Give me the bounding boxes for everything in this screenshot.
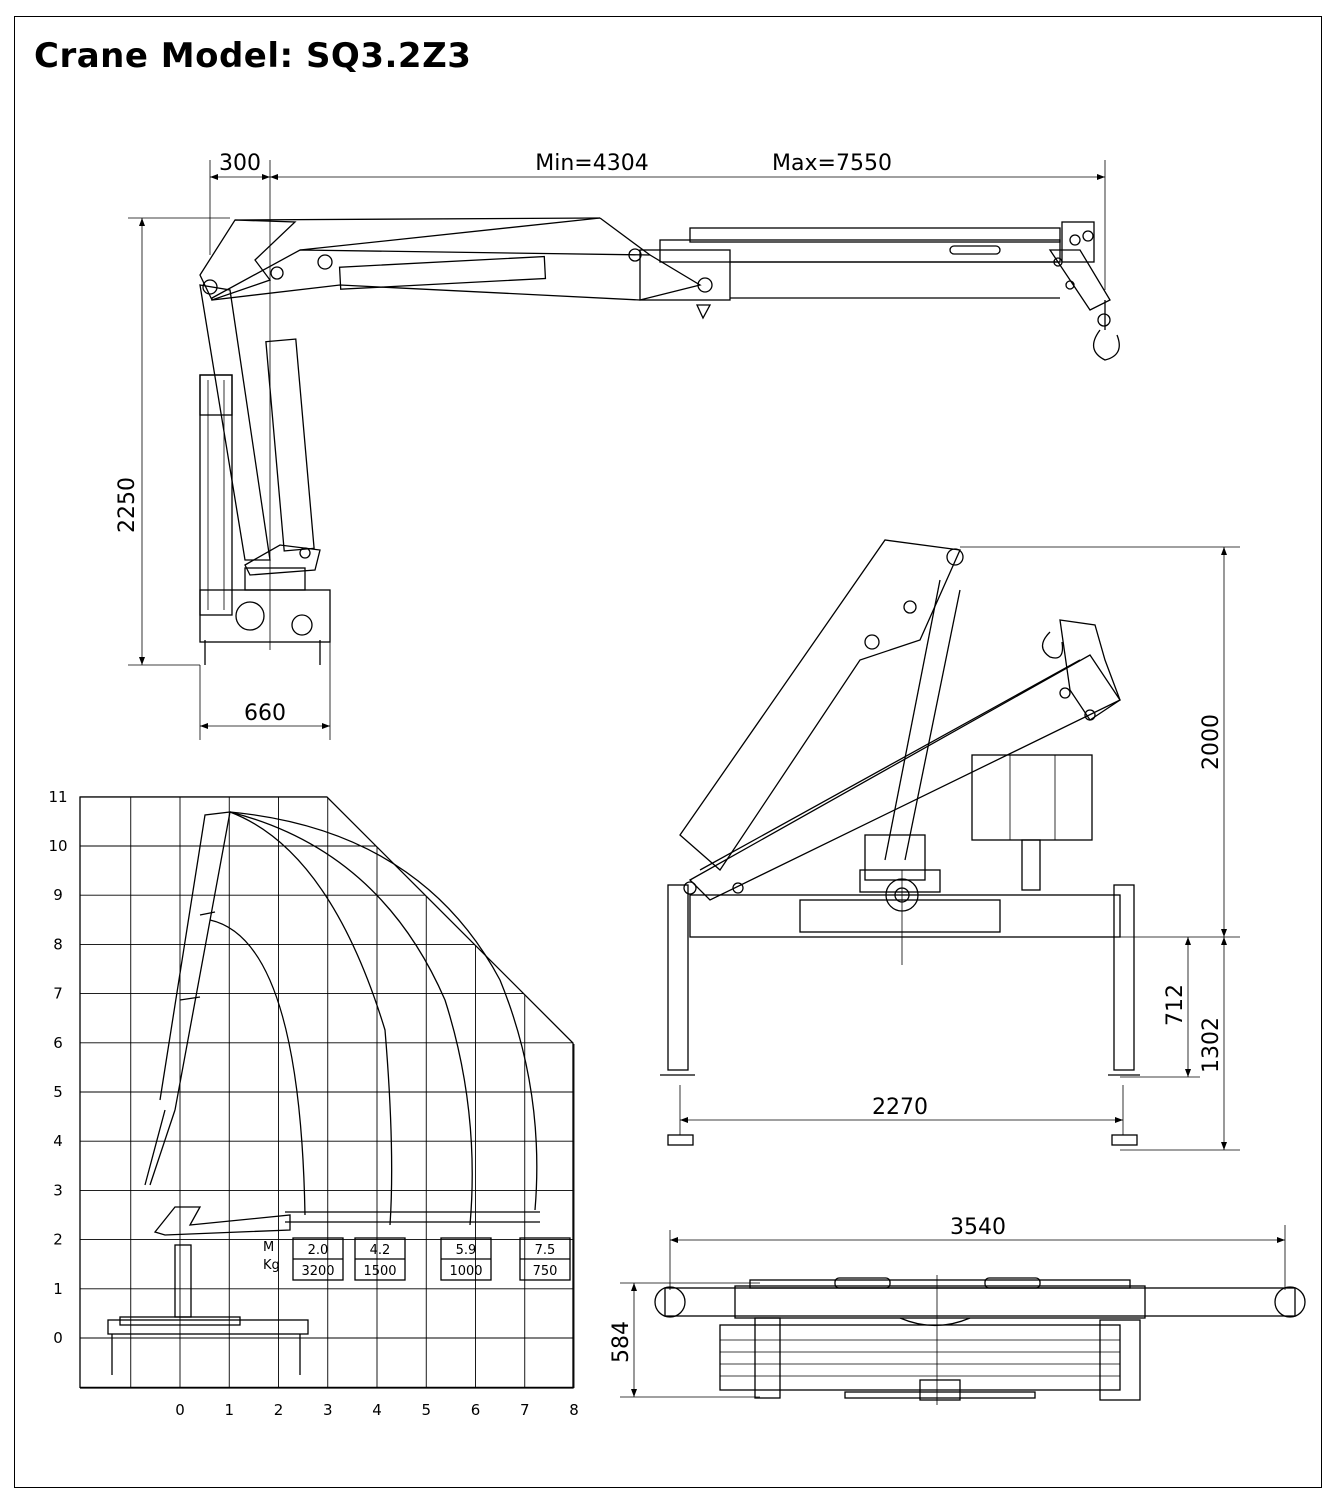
load-reach-3: 5.9	[456, 1243, 477, 1258]
load-table: M Kg 2.0 3200 4.2 1500 5.9 1000 7.5 750	[263, 1237, 571, 1281]
y-tick-label: 2	[53, 1231, 63, 1249]
y-tick-label: 1	[53, 1280, 63, 1298]
load-kg-2: 1500	[363, 1264, 396, 1279]
load-reach-4: 7.5	[535, 1243, 556, 1258]
y-tick-label: 7	[53, 985, 63, 1003]
unit-kilograms: Kg	[263, 1258, 280, 1273]
front-view: 2000 712 1302 2270	[660, 539, 1240, 1151]
x-tick-label: 2	[274, 1401, 284, 1419]
load-kg-4: 750	[533, 1264, 558, 1279]
drawing-frame	[14, 16, 1322, 1488]
y-tick-label: 6	[53, 1034, 63, 1052]
side-view: 300 Min=4304 Max=7550 2250 660	[115, 151, 1120, 740]
x-tick-label: 1	[224, 1401, 234, 1419]
top-view: 3540 584	[609, 1215, 1306, 1405]
dim-max-reach: Max=7550	[772, 151, 892, 176]
chart-y-ticks: 0 1 2 3 4 5 6 7 8 9 10 11	[48, 788, 67, 1347]
load-chart: 0 1 2 3 4 5 6 7 8 9 10 11 0 1 2 3 4 5 6 7 8	[48, 788, 578, 1419]
y-tick-label: 11	[48, 788, 67, 806]
unit-meters: M	[263, 1240, 274, 1255]
load-reach-2: 4.2	[370, 1243, 391, 1258]
dim-front-height: 2000	[1199, 714, 1224, 770]
x-tick-label: 0	[175, 1401, 185, 1419]
load-kg-1: 3200	[301, 1264, 334, 1279]
dim-span: 2270	[872, 1095, 928, 1120]
dim-offset: 300	[219, 151, 261, 176]
dim-top-depth: 584	[609, 1321, 634, 1363]
y-tick-label: 9	[53, 886, 63, 904]
chart-crane-sketch	[107, 811, 540, 1375]
y-tick-label: 8	[53, 935, 63, 953]
x-tick-label: 4	[372, 1401, 382, 1419]
x-tick-label: 7	[520, 1401, 530, 1419]
dim-total-height: 1302	[1199, 1017, 1224, 1073]
y-tick-label: 0	[53, 1329, 63, 1347]
y-tick-label: 4	[53, 1132, 63, 1150]
drawing-title: Crane Model: SQ3.2Z3	[34, 36, 472, 76]
y-tick-label: 10	[48, 837, 67, 855]
x-tick-label: 5	[421, 1401, 431, 1419]
x-tick-label: 3	[323, 1401, 333, 1419]
x-tick-label: 6	[471, 1401, 481, 1419]
y-tick-label: 5	[53, 1083, 63, 1101]
chart-x-ticks: 0 1 2 3 4 5 6 7 8	[175, 1401, 579, 1419]
dim-side-height: 2250	[115, 477, 140, 533]
dim-min-reach: Min=4304	[535, 151, 648, 176]
dim-top-length: 3540	[950, 1215, 1006, 1240]
load-reach-1: 2.0	[308, 1243, 329, 1258]
dim-base-width: 660	[244, 701, 286, 726]
load-kg-3: 1000	[449, 1264, 482, 1279]
dim-leg-height: 712	[1163, 984, 1188, 1026]
y-tick-label: 3	[53, 1181, 63, 1199]
chart-grid	[80, 796, 575, 1388]
x-tick-label: 8	[569, 1401, 579, 1419]
